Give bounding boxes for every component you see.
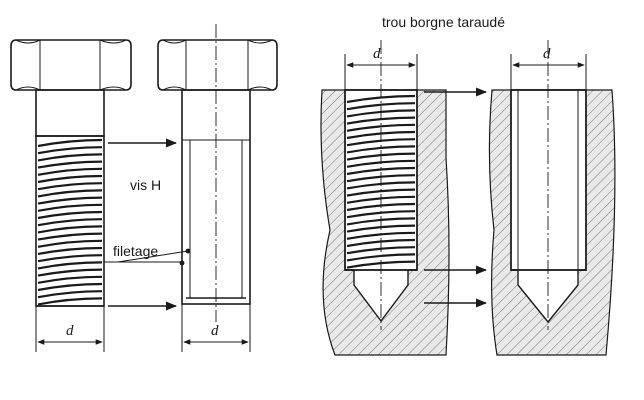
dimension-d-screw-2: d (181, 304, 251, 352)
thread-leader (104, 248, 191, 266)
thread-line (346, 102, 416, 111)
screw-shank-1 (35, 89, 105, 137)
thread-label: filetage (113, 243, 158, 259)
dimension-d-label: d (66, 323, 74, 339)
thread-line (37, 182, 103, 191)
tapped-hole-conventional-view (488, 40, 616, 356)
thread-line (37, 232, 103, 241)
dimension-d-screw-1: d (35, 306, 105, 352)
tapped-hole-title: trou borgne taraudé (382, 14, 505, 30)
thread-line (346, 166, 416, 176)
thread-line (37, 268, 103, 277)
thread-line (37, 282, 103, 292)
thread-lines-1 (37, 138, 103, 306)
thread-line (37, 146, 103, 155)
thread-line (37, 160, 103, 169)
thread-line (37, 275, 103, 284)
thread-line (37, 210, 103, 220)
dimension-d-label: d (373, 46, 381, 62)
thread-line (346, 188, 416, 197)
thread-line (37, 218, 103, 227)
thread-line (37, 254, 103, 263)
thread-line (37, 297, 103, 306)
tapped-hole-threaded-view (320, 40, 450, 356)
thread-line (37, 174, 103, 184)
thread-line (37, 239, 103, 248)
dimension-d-hole-2: d (510, 46, 587, 90)
thread-line (346, 123, 416, 132)
thread-line (37, 203, 103, 212)
thread-line (37, 261, 103, 270)
dimension-d-label: d (211, 323, 219, 339)
thread-line (346, 145, 416, 154)
thread-line (37, 225, 103, 234)
screw-conventional-view (157, 24, 278, 322)
screw-threaded-view (10, 39, 132, 307)
dimension-d-hole-1: d (344, 46, 418, 90)
thread-line (37, 167, 103, 176)
thread-line (37, 189, 103, 198)
dimension-d-label: d (543, 46, 551, 62)
screw-label: vis H (130, 177, 161, 193)
thread-line (37, 138, 103, 148)
thread-line (37, 290, 103, 299)
thread-line (37, 196, 103, 205)
thread-line (37, 246, 103, 256)
screw-head-1 (10, 39, 132, 91)
thread-line (37, 153, 103, 162)
screw-head-2 (157, 39, 278, 91)
